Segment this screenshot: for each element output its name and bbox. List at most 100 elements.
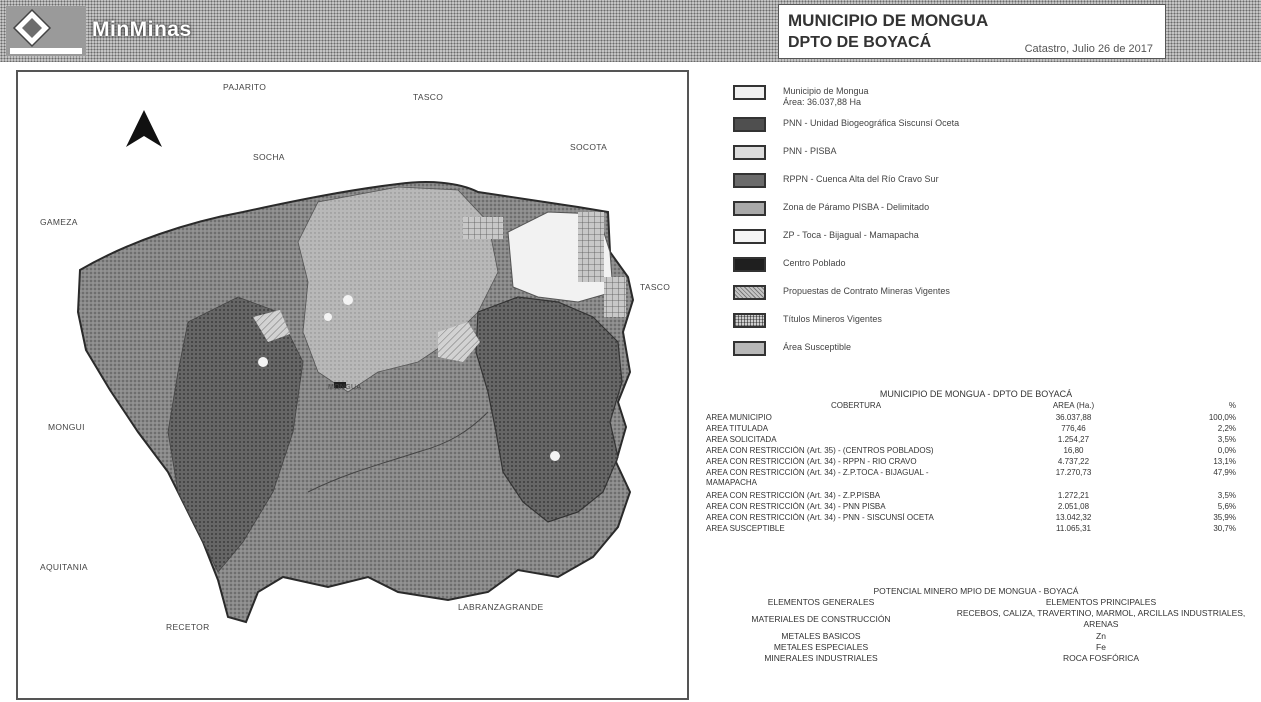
map-label-recetor: RECETOR (166, 622, 210, 632)
date-label: Catastro, Julio 26 de 2017 (1024, 43, 1153, 55)
general-element: METALES ESPECIALES (773, 642, 869, 652)
table-row: AREA CON RESTRICCIÓN (Art. 34) - Z.P.PIS… (706, 491, 1246, 502)
coverage-name: AREA TITULADA (706, 424, 769, 433)
legend-label: Municipio de Mongua (783, 86, 869, 96)
map-label-socha: SOCHA (253, 152, 285, 162)
table-row: AREA CON RESTRICCIÓN (Art. 35) - (CENTRO… (706, 446, 1246, 457)
coverage-area: 11.065,31 (1056, 524, 1091, 533)
column-header: AREA (Ha.) (1052, 401, 1095, 410)
populated-center-marker (258, 357, 268, 367)
legend-item: Propuestas de Contrato Mineras Vigentes (733, 282, 1233, 306)
coverage-pct: 100,0% (1208, 413, 1236, 422)
legend-item: Área Susceptible (733, 338, 1233, 362)
coverage-name: AREA CON RESTRICCIÓN (Art. 34) - Z.P.TOC… (706, 468, 929, 487)
legend-label: RPPN - Cuenca Alta del Río Cravo Sur (783, 174, 939, 184)
legend-swatch (733, 285, 766, 300)
general-element: MINERALES INDUSTRIALES (764, 653, 878, 663)
mining-proposal-zone (438, 322, 480, 362)
legend-swatch (733, 173, 766, 188)
coverage-pct: 47,9% (1213, 468, 1236, 477)
coverage-pct: 0,0% (1217, 446, 1236, 455)
coverage-pct: 5,6% (1217, 502, 1236, 511)
legend-label: Centro Poblado (783, 258, 846, 268)
legend-item: ZP - Toca - Bijagual - Mamapacha (733, 226, 1233, 250)
populated-center-marker (334, 382, 346, 388)
coverage-area: 1.272,21 (1057, 491, 1090, 500)
mining-proposal-zone (253, 310, 290, 342)
table-row: AREA MUNICIPIO 36.037,88 100,0% (706, 413, 1246, 424)
table-row: AREA CON RESTRICCIÓN (Art. 34) - Z.P.TOC… (706, 468, 1246, 490)
legend-label: PNN - Unidad Biogeográfica Siscunsí Ocet… (783, 118, 960, 128)
coverage-name: AREA CON RESTRICCIÓN (Art. 34) - PNN - S… (706, 513, 934, 522)
coverage-name: AREA CON RESTRICCIÓN (Art. 34) - PNN PIS… (706, 502, 886, 511)
ministry-logo (6, 6, 86, 56)
coverage-pct: 35,9% (1213, 513, 1236, 522)
mining-title-zone (578, 212, 604, 282)
legend-item: Municipio de Mongua Área: 36.037,88 Ha (733, 82, 1233, 107)
coverage-name: AREA SUSCEPTIBLE (706, 524, 785, 533)
coverage-area: 4.737,22 (1057, 457, 1090, 466)
column-header: COBERTURA (830, 401, 882, 410)
principal-element: Fe (1096, 642, 1106, 652)
legend-swatch (733, 341, 766, 356)
map-label-pajarito: PAJARITO (223, 82, 267, 92)
map-label-aquitania: AQUITANIA (40, 562, 88, 572)
principal-element: ROCA FOSFÓRICA (1062, 653, 1140, 663)
legend-swatch (733, 145, 766, 160)
column-header: % (1228, 401, 1236, 410)
table-row: AREA SOLICITADA 1.254,27 3,5% (706, 435, 1246, 446)
legend-item: Zona de Páramo PISBA - Delimitado (733, 198, 1233, 222)
coverage-pct: 13,1% (1213, 457, 1236, 466)
coverage-pct: 30,7% (1213, 524, 1236, 533)
page-title: MUNICIPIO DE MONGUA (788, 11, 989, 30)
coverage-area: 36.037,88 (1055, 413, 1092, 422)
coverage-area: 1.254,27 (1057, 435, 1090, 444)
legend-item: Centro Poblado (733, 254, 1233, 278)
coverage-name: AREA CON RESTRICCIÓN (Art. 34) - RPPN - … (706, 457, 917, 466)
legend-swatch (733, 201, 766, 216)
map-frame[interactable]: PAJARITO TASCO SOCHA SOCOTA GAMEZA TASCO… (16, 70, 689, 700)
legend-label: Títulos Mineros Vigentes (783, 314, 882, 324)
coverage-name: AREA CON RESTRICCIÓN (Art. 35) - (CENTRO… (706, 446, 934, 455)
table-row: AREA CON RESTRICCIÓN (Art. 34) - PNN - S… (706, 513, 1246, 524)
legend-item: PNN - PISBA (733, 142, 1233, 166)
map-label-mongui: MONGUI (48, 422, 85, 432)
coverage-name: AREA CON RESTRICCIÓN (Art. 34) - Z.P.PIS… (706, 491, 881, 500)
legend-label: Área Susceptible (783, 342, 852, 352)
table-row: AREA SUSCEPTIBLE 11.065,31 30,7% (706, 524, 1246, 535)
general-element: METALES BASICOS (781, 631, 861, 641)
map-label-gameza: GAMEZA (40, 217, 78, 227)
populated-center-marker (324, 313, 332, 321)
map-label-tasco-left: TASCO (640, 282, 671, 292)
legend-item: Títulos Mineros Vigentes (733, 310, 1233, 334)
rppn-cravo-zone (475, 296, 623, 523)
map-label-socota: SOCOTA (570, 142, 608, 152)
mining-title-zone (604, 277, 626, 317)
legend-swatch (733, 257, 766, 272)
populated-center-marker (343, 295, 353, 305)
legend-label: PNN - PISBA (783, 146, 837, 156)
column-header: ELEMENTOS GENERALES (767, 597, 875, 607)
column-header: ELEMENTOS PRINCIPALES (1045, 597, 1157, 607)
coverage-area: 2.051,08 (1057, 502, 1090, 511)
legend-item: PNN - Unidad Biogeográfica Siscunsí Ocet… (733, 114, 1233, 138)
ministry-name: MinMinas (92, 18, 192, 41)
principal-element: Zn (1096, 631, 1106, 641)
map-label-tasco: TASCO (413, 92, 444, 102)
coverage-area: 17.270,73 (1055, 468, 1092, 477)
legend-swatch (733, 117, 766, 132)
table-row: AREA CON RESTRICCIÓN (Art. 34) - PNN PIS… (706, 502, 1246, 513)
coverage-area: 13.042,32 (1055, 513, 1092, 522)
legend-item: RPPN - Cuenca Alta del Río Cravo Sur (733, 170, 1233, 194)
north-arrow-icon (126, 110, 162, 147)
page-subtitle: DPTO DE BOYACÁ (788, 34, 932, 51)
mineral-potential-title: POTENCIAL MINERO MPIO DE MONGUA - BOYACÁ (873, 586, 1079, 596)
coverage-name: AREA SOLICITADA (706, 435, 777, 444)
coverage-pct: 2,2% (1217, 424, 1236, 433)
legend-swatch (733, 313, 766, 328)
populated-center-marker (550, 451, 560, 461)
coverage-table-title: MUNICIPIO DE MONGUA - DPTO DE BOYACÁ (879, 389, 1073, 399)
table-row: AREA CON RESTRICCIÓN (Art. 34) - RPPN - … (706, 457, 1246, 468)
municipality-map (76, 110, 635, 624)
legend-swatch (733, 85, 766, 100)
